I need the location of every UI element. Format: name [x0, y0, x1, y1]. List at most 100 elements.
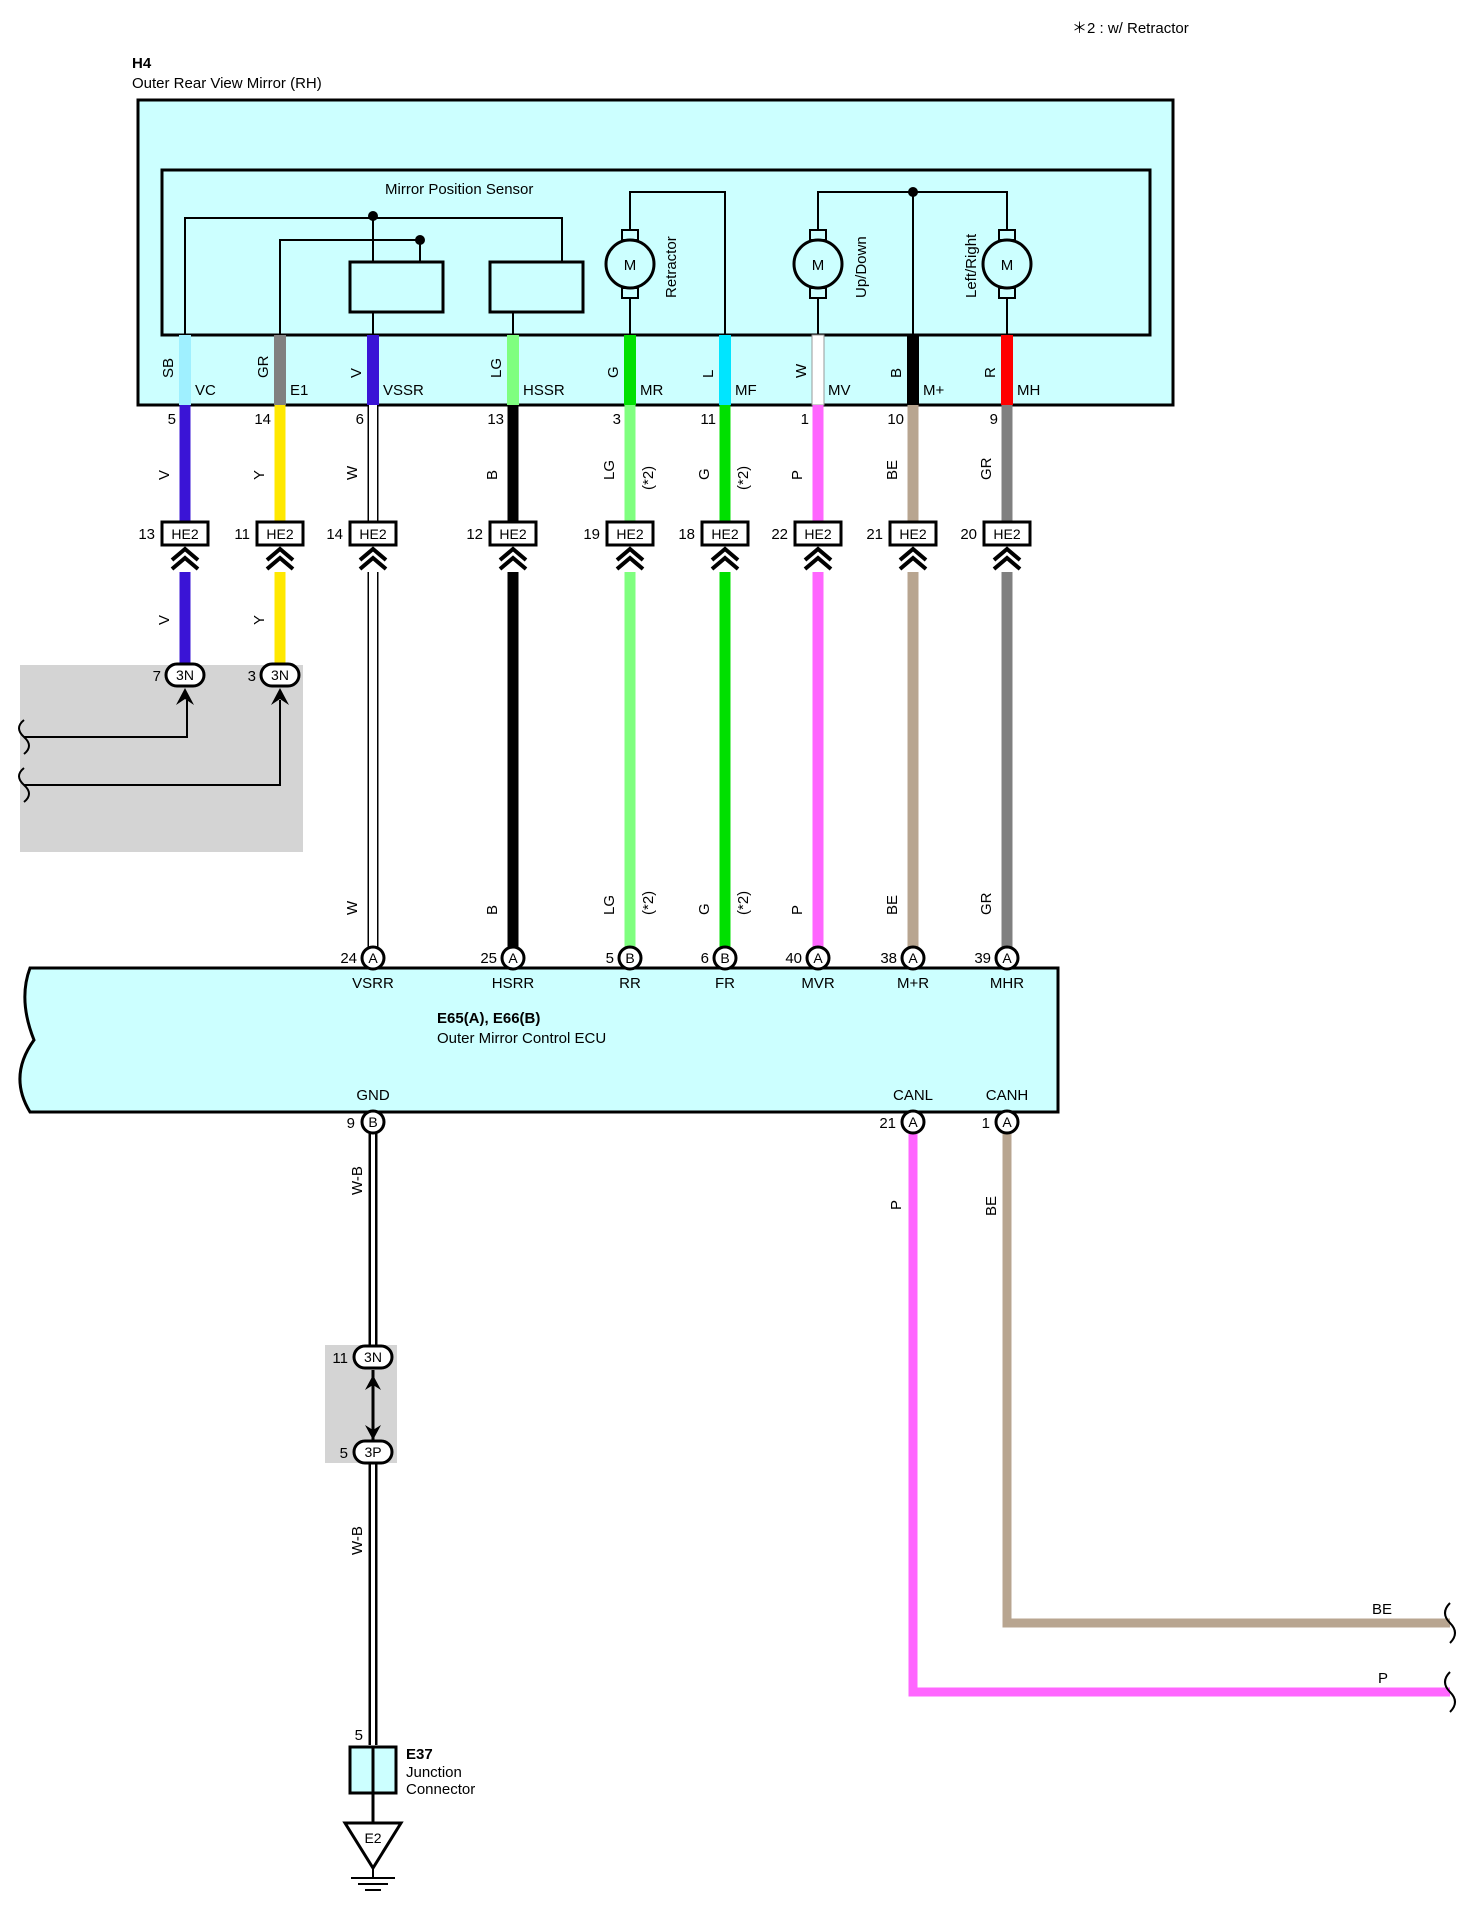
- motor-label-up-down: Up/Down: [853, 236, 870, 298]
- note-lower-mf: (*2): [735, 891, 752, 915]
- ecu-pin-badge-vssr: A: [360, 945, 386, 971]
- svg-text:B: B: [368, 1114, 377, 1130]
- chevron-icon-vc: [170, 546, 200, 571]
- svg-text:HE2: HE2: [266, 526, 293, 542]
- harness-color-lower-vssr: W: [344, 900, 361, 915]
- gnd-pin: 9: [347, 1115, 355, 1132]
- he2-connector-vssr: HE2: [348, 520, 398, 547]
- he2-connector-mr: HE2: [605, 520, 655, 547]
- he2-connector-mh: HE2: [982, 520, 1032, 547]
- terminal-strip-vc: [179, 335, 191, 405]
- mirror-pin-vssr: 6: [356, 411, 364, 428]
- mirror-name: Outer Rear View Mirror (RH): [132, 75, 322, 92]
- svg-text:HE2: HE2: [711, 526, 738, 542]
- retractor-motor-icon: M: [604, 229, 656, 299]
- mirror-pin-vc: 5: [168, 411, 176, 428]
- splice-top-pin: 11: [332, 1350, 348, 1367]
- junction-dot: [415, 235, 425, 245]
- svg-text:A: A: [368, 950, 378, 966]
- svg-text:HE2: HE2: [171, 526, 198, 542]
- svg-text:HE2: HE2: [804, 526, 831, 542]
- splice-arrow-up-icon: [365, 1375, 381, 1390]
- he2-connector-m: HE2: [888, 520, 938, 547]
- he2-pin-hssr: 12: [466, 526, 483, 543]
- svg-text:M: M: [812, 257, 825, 274]
- continuation-break-icon: [1444, 1602, 1456, 1644]
- ecu-term-canh: CANH: [986, 1087, 1029, 1104]
- terminal-strip-mf: [719, 335, 731, 405]
- harness-color-lower-m: BE: [884, 895, 901, 915]
- he2-connector-e1: HE2: [255, 520, 305, 547]
- svg-text:M: M: [624, 257, 637, 274]
- ecu-term-m: M+R: [897, 975, 929, 992]
- mirror-wire-color-m: B: [888, 368, 905, 378]
- terminal-strip-e1: [274, 335, 286, 405]
- chevron-icon-m: [898, 546, 928, 571]
- mirror-pin-hssr: 13: [487, 411, 504, 428]
- he2-pin-m: 21: [866, 526, 883, 543]
- footnote: ＊2 : w/ Retractor: [1072, 20, 1189, 37]
- harness-color-mr: LG: [601, 460, 618, 480]
- ecu-pin-mf: 6: [701, 950, 709, 967]
- ecu-name: Outer Mirror Control ECU: [437, 1030, 606, 1047]
- junction-pin: 5: [355, 1727, 363, 1744]
- connector-3n-pin-vc: 7: [153, 668, 161, 685]
- harness-color-lower-hssr: B: [484, 905, 501, 915]
- he2-connector-vc: HE2: [160, 520, 210, 547]
- ecu-term-hssr: HSRR: [492, 975, 535, 992]
- bus-label-p: P: [1378, 1670, 1388, 1687]
- ground-icon: E2: [342, 1821, 404, 1891]
- sensor-label: Mirror Position Sensor: [385, 181, 533, 198]
- pin-badge-gnd: B: [360, 1109, 386, 1135]
- ecu-pin-badge-mh: A: [994, 945, 1020, 971]
- svg-text:HE2: HE2: [359, 526, 386, 542]
- svg-text:HE2: HE2: [499, 526, 526, 542]
- harness-color-lower-mf: G: [696, 903, 713, 915]
- terminal-strip-vssr: [367, 335, 379, 405]
- note-upper-mr: (*2): [640, 466, 657, 490]
- sensor-circuit: [184, 217, 585, 335]
- ecu-pin-badge-mv: A: [805, 945, 831, 971]
- mirror-wire-color-mr: G: [605, 366, 622, 378]
- continuation-break-icon: [1444, 1671, 1456, 1713]
- he2-pin-vc: 13: [138, 526, 155, 543]
- connector-arrow-icon-e1: [271, 688, 289, 705]
- mirror-code: H4: [132, 55, 152, 72]
- he2-pin-mr: 19: [583, 526, 600, 543]
- ecu-pin-mr: 5: [606, 950, 614, 967]
- svg-text:A: A: [1002, 950, 1012, 966]
- connector-3n-e1: 3N: [259, 662, 301, 688]
- ecu-panel: [18, 966, 1060, 1114]
- note-lower-mr: (*2): [640, 891, 657, 915]
- ecu-pin-mv: 40: [785, 950, 802, 967]
- harness-color-m: BE: [884, 460, 901, 480]
- he2-pin-e1: 11: [234, 526, 250, 543]
- mirror-pin-mh: 9: [990, 411, 998, 428]
- junction-dot: [368, 211, 378, 221]
- gnd-wire-color-lower: W-B: [349, 1526, 366, 1555]
- ecu-term-mf: FR: [715, 975, 735, 992]
- chevron-icon-mf: [710, 546, 740, 571]
- harness-color-hssr: B: [484, 470, 501, 480]
- mirror-pin-mf: 11: [700, 411, 716, 428]
- mirror-pin-mv: 1: [801, 411, 809, 428]
- connector-3n-pin-e1: 3: [248, 668, 256, 685]
- svg-text:A: A: [1002, 1114, 1012, 1130]
- pin-badge-canh: A: [994, 1109, 1020, 1135]
- ecu-term-mr: RR: [619, 975, 641, 992]
- connector-arrow-icon-vc: [176, 688, 194, 705]
- ecu-pin-vssr: 24: [340, 950, 357, 967]
- bus-label-be: BE: [1372, 1601, 1392, 1618]
- chevron-icon-mh: [992, 546, 1022, 571]
- splice-3p-connector: 3P: [352, 1439, 394, 1465]
- he2-connector-hssr: HE2: [488, 520, 538, 547]
- he2-pin-mh: 20: [960, 526, 977, 543]
- harness-color-lower-mh: GR: [978, 892, 995, 915]
- chevron-icon-mr: [615, 546, 645, 571]
- he2-connector-mv: HE2: [793, 520, 843, 547]
- harness-color-mh: GR: [978, 457, 995, 480]
- terminal-label-mv: MV: [828, 382, 851, 399]
- svg-text:A: A: [813, 950, 823, 966]
- connector-3n-vc: 3N: [164, 662, 206, 688]
- ecu-term-mh: MHR: [990, 975, 1024, 992]
